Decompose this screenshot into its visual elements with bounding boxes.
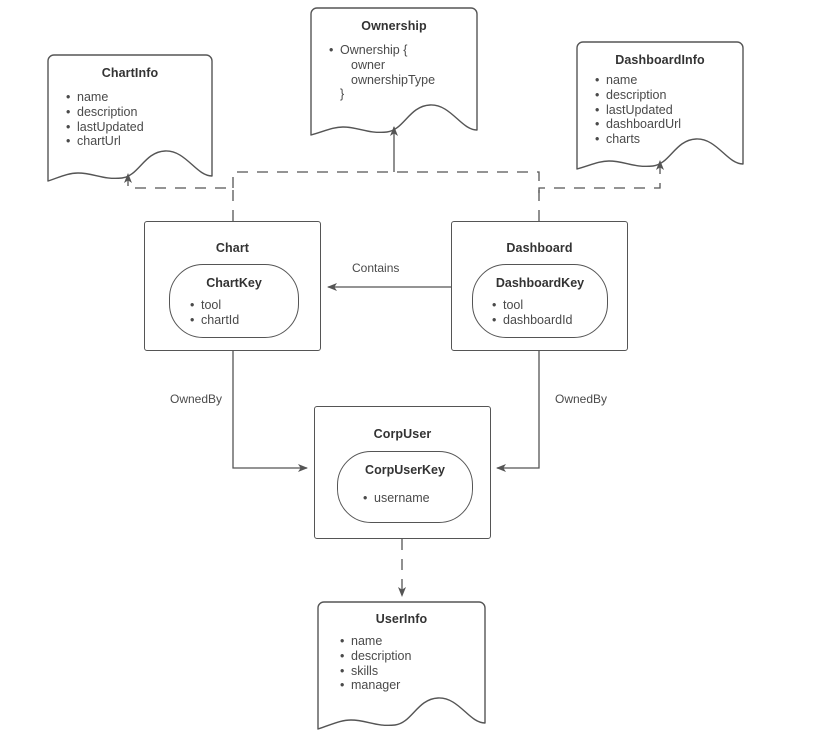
dashboard-key-fields: tool dashboardId <box>492 298 573 328</box>
chart-title: Chart <box>215 241 250 255</box>
corp-user-key-title: CorpUserKey <box>365 463 445 477</box>
node-user-info[interactable]: UserInfo name description skills manager <box>318 602 485 729</box>
ownership-title: Ownership <box>361 19 427 33</box>
chart-key-fields: tool chartId <box>190 298 239 328</box>
edge-dashboard-to-dashboard-info <box>538 160 664 193</box>
field-item: dashboardUrl <box>595 117 681 132</box>
field-item: } <box>340 87 345 102</box>
node-chart-info[interactable]: ChartInfo name description lastUpdated c… <box>48 55 212 182</box>
edge-label-contains: Contains <box>352 261 400 275</box>
node-dashboard[interactable]: Dashboard DashboardKey tool dashboardId <box>451 221 628 351</box>
corp-user-title: CorpUser <box>373 427 432 441</box>
node-dashboard-key[interactable]: DashboardKey tool dashboardId <box>472 264 608 338</box>
node-chart-key[interactable]: ChartKey tool chartId <box>169 264 299 338</box>
node-corp-user-key[interactable]: CorpUserKey username <box>337 451 473 523</box>
dashboard-info-fields: name description lastUpdated dashboardUr… <box>595 73 681 147</box>
corp-user-key-fields: username <box>363 491 430 506</box>
edge-chart-to-chart-info <box>124 173 234 221</box>
edge-dashboard-to-ownership <box>394 171 540 221</box>
field-item: description <box>340 649 411 664</box>
field-item: owner <box>351 57 386 72</box>
field-item: name <box>340 634 411 649</box>
field-item: manager <box>340 678 411 693</box>
field-item: description <box>66 105 144 120</box>
node-ownership[interactable]: Ownership Ownership { owner ownershipTyp… <box>311 8 477 135</box>
field-item: tool <box>190 298 239 313</box>
field-item: charts <box>595 132 681 147</box>
field-item: chartUrl <box>66 134 144 149</box>
field-item: chartId <box>190 313 239 328</box>
dashboard-key-title: DashboardKey <box>495 276 585 290</box>
chart-key-title: ChartKey <box>206 276 262 290</box>
dashboard-info-title: DashboardInfo <box>615 53 705 67</box>
chart-info-fields: name description lastUpdated chartUrl <box>66 90 144 149</box>
field-item: tool <box>492 298 573 313</box>
user-info-title: UserInfo <box>375 612 428 626</box>
node-dashboard-info[interactable]: DashboardInfo name description lastUpdat… <box>577 42 743 169</box>
field-item: lastUpdated <box>595 103 681 118</box>
node-chart[interactable]: Chart ChartKey tool chartId <box>144 221 321 351</box>
field-item: description <box>595 88 681 103</box>
field-item: lastUpdated <box>66 120 144 135</box>
ownership-outline <box>310 7 478 136</box>
field-item: name <box>595 73 681 88</box>
edge-label-owned-by-right: OwnedBy <box>555 392 608 406</box>
field-item: name <box>66 90 144 105</box>
field-item: username <box>363 491 430 506</box>
edge-owned-by-left <box>232 351 308 472</box>
field-item: skills <box>340 664 411 679</box>
chart-info-title: ChartInfo <box>101 66 159 80</box>
edge-chart-to-ownership <box>232 171 394 188</box>
edge-label-owned-by-left: OwnedBy <box>170 392 223 406</box>
edge-owned-by-right <box>496 351 540 472</box>
dashboard-title: Dashboard <box>506 241 573 255</box>
node-corp-user[interactable]: CorpUser CorpUserKey username <box>314 406 491 539</box>
field-item: Ownership { <box>329 43 435 58</box>
field-item: dashboardId <box>492 313 573 328</box>
ownership-fields: Ownership { owner ownershipType } <box>329 43 435 102</box>
field-item: ownershipType <box>351 72 436 87</box>
user-info-fields: name description skills manager <box>340 634 411 693</box>
